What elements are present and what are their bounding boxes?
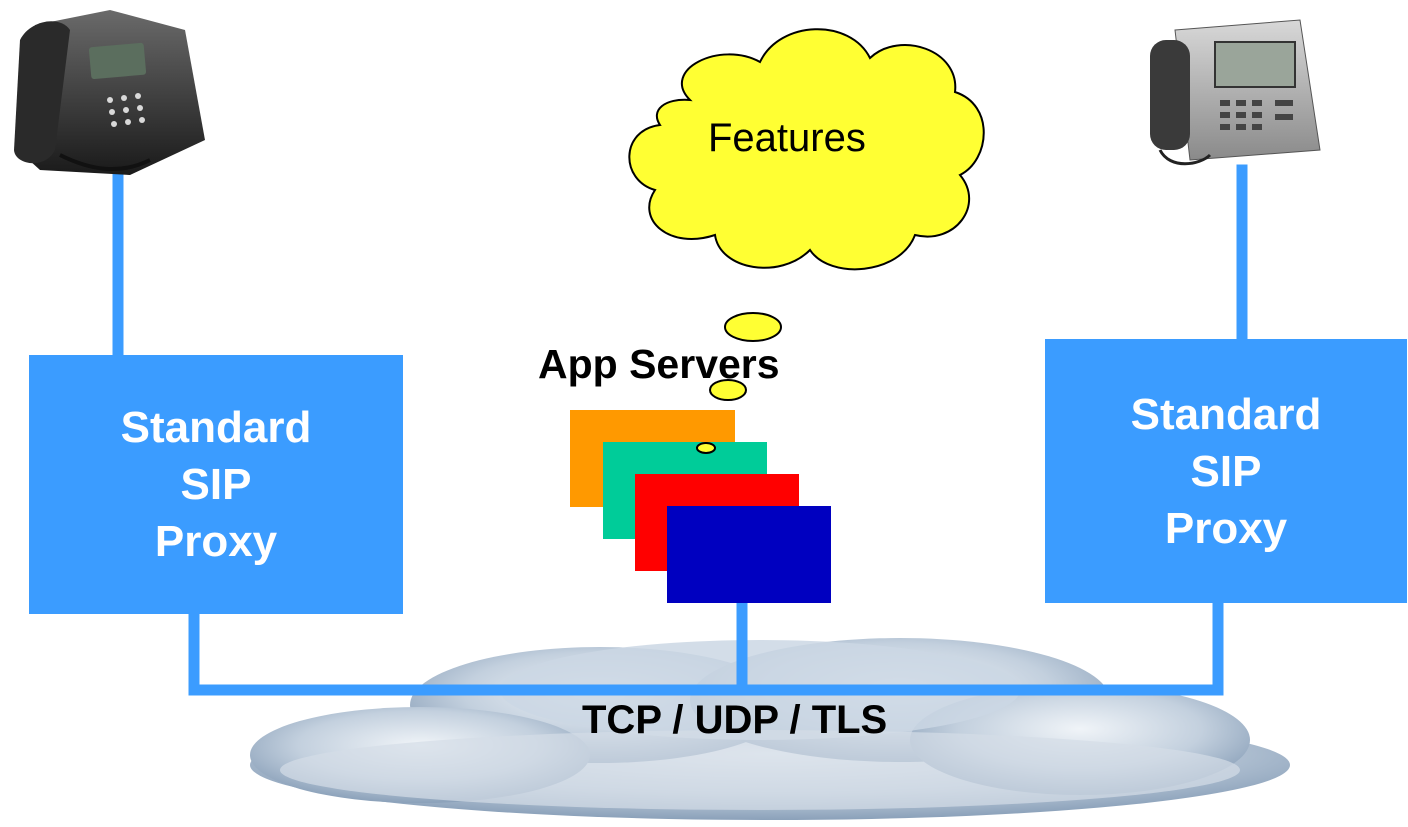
right-sip-proxy: Standard SIP Proxy (1045, 339, 1407, 603)
left-proxy-line-2: SIP (180, 460, 252, 509)
left-sip-proxy: Standard SIP Proxy (29, 355, 403, 614)
network-protocols-label: TCP / UDP / TLS (582, 698, 888, 742)
right-proxy-line-3: Proxy (1164, 503, 1288, 553)
features-label: Features (708, 116, 866, 160)
connector-lines (112, 164, 1248, 696)
app-servers-label: App Servers (538, 341, 780, 387)
desk-phone-icon (14, 10, 205, 175)
features-cloud (628, 28, 985, 454)
ip-phone-icon (1150, 19, 1321, 166)
network-cloud (250, 638, 1290, 820)
right-proxy-line-2: SIP (1190, 446, 1262, 496)
right-proxy-line-1: Standard (1130, 389, 1322, 439)
bus-line (188, 594, 1224, 696)
app-server-stack (570, 410, 831, 603)
left-proxy-line-1: Standard (120, 403, 312, 452)
app-server-blue (667, 506, 831, 603)
left-proxy-line-3: Proxy (154, 517, 278, 566)
